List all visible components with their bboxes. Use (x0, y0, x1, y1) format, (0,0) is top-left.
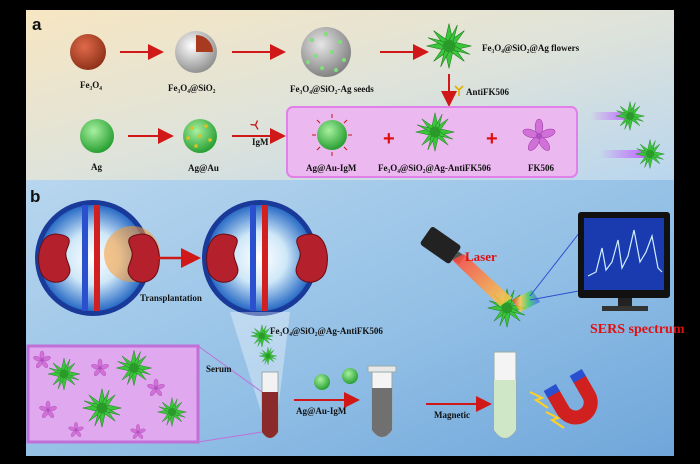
fk506-label: FK506 (528, 163, 554, 173)
flowers-label: Fe₃O₄@SiO₂@Ag flowers (482, 43, 580, 53)
serum-liquid (262, 392, 278, 438)
ag-particle (80, 119, 114, 153)
panel-b-label: b (30, 187, 40, 206)
reaction-liquid (372, 388, 392, 437)
serum-label: Serum (206, 364, 232, 374)
ag-au-igm-label: Ag@Au-IgM (306, 163, 357, 173)
ag-label: Ag (91, 162, 102, 172)
fe3o4-sio2-label: Fe₃O₄@SiO₂ (168, 83, 216, 93)
antibody-label: AntiFK506 (466, 87, 510, 97)
fe3o4-particle (70, 34, 106, 70)
vein-left (82, 205, 88, 311)
panel-a-label: a (32, 15, 42, 34)
kidney-right-a (207, 234, 238, 282)
laser-label: Laser (465, 249, 497, 264)
conjugate-label: Fe₃O₄@SiO₂@Ag-AntiFK506 (378, 163, 491, 173)
ag-au-label: Ag@Au (188, 163, 219, 173)
magnetic-label: Magnetic (434, 410, 470, 420)
ag-au-igm-b-2 (342, 368, 358, 384)
monitor-base (602, 306, 648, 311)
fe3o4-label: Fe₃O₄ (80, 80, 102, 90)
ag-au-igm-b-1 (314, 374, 330, 390)
vein-right (250, 205, 256, 311)
transplantation-label: Transplantation (140, 293, 202, 303)
artery-left (94, 205, 100, 311)
separated-liquid (494, 380, 516, 438)
artery-right (262, 205, 268, 311)
monitor-screen (584, 218, 664, 290)
plus-1: + (383, 128, 395, 150)
ag-au-igm-b-label: Ag@Au-IgM (296, 406, 347, 416)
ag-au-igm-particle (317, 120, 347, 150)
sers-label: SERS spectrum (590, 322, 685, 337)
igm-label: IgM (252, 137, 269, 147)
serum-zoom-box (28, 346, 198, 442)
kidney-left-b (128, 234, 159, 282)
kidney-right-b (296, 234, 327, 282)
plus-2: + (486, 128, 498, 150)
conjugate-label-b: Fe₃O₄@SiO₂@Ag-AntiFK506 (270, 326, 383, 336)
seeds-label: Fe₃O₄@SiO₂-Ag seeds (290, 84, 374, 94)
tube-cap (368, 366, 396, 372)
kidney-left-a (39, 234, 70, 282)
